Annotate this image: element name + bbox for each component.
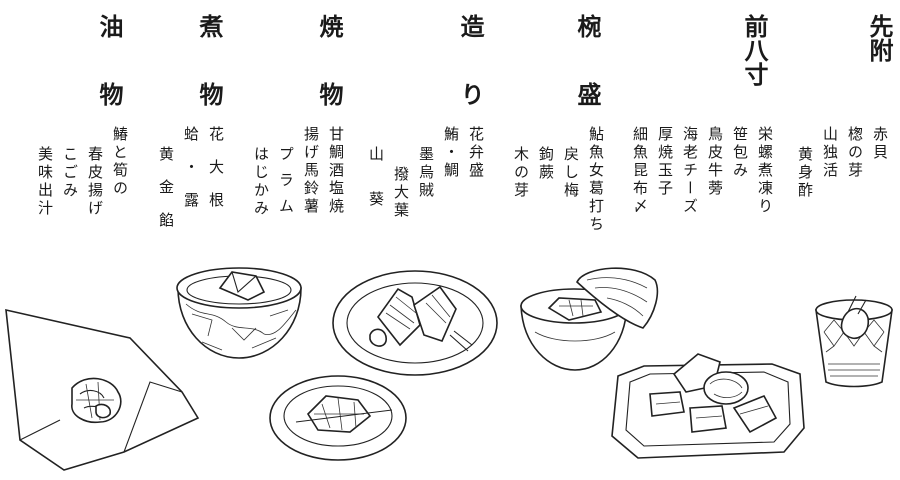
menu-item: はじかみ xyxy=(252,146,270,218)
menu-item: 黄身酢 xyxy=(796,146,814,200)
menu-item: 鰆と筍の xyxy=(111,126,129,198)
grilled-fish-plate-illustration xyxy=(332,270,498,376)
course-title-nimono: 煮物 xyxy=(195,14,224,150)
menu-item: 鮎魚女葛打ち xyxy=(587,126,605,234)
menu-item: 楤の芽 xyxy=(846,126,864,180)
menu-item: 山独活 xyxy=(821,126,839,180)
course-title-agemono: 油物 xyxy=(95,14,124,150)
menu-item: 花大根 xyxy=(207,126,225,225)
course-title-tsukuri: 造り xyxy=(456,14,485,150)
course-title-zenhassun: 前八寸 xyxy=(740,14,769,86)
menu-item: プラム xyxy=(277,146,295,224)
menu-item: 海老チーズ xyxy=(681,126,699,216)
menu-item: 黄金餡 xyxy=(157,146,175,245)
menu-item: 蛤・露 xyxy=(182,126,200,225)
hassun-tray-illustration xyxy=(611,353,805,459)
menu-item: 山葵 xyxy=(367,146,385,236)
menu-item: 美味出汁 xyxy=(36,146,54,218)
basket-cup-illustration xyxy=(815,295,893,388)
menu-item: 花弁盛 xyxy=(467,126,485,180)
course-title-sakizuke: 先附 xyxy=(865,14,894,62)
menu-item: こごみ xyxy=(61,146,79,200)
sashimi-dish-illustration xyxy=(269,375,407,461)
menu-item: 赤貝 xyxy=(871,126,889,162)
menu-item: 細魚昆布〆 xyxy=(631,126,649,216)
menu-item: 厚焼玉子 xyxy=(656,126,674,198)
menu-item: 戻し梅 xyxy=(562,146,580,200)
menu-item: 撥大葉 xyxy=(392,166,410,220)
menu-item: 鳥皮牛蒡 xyxy=(706,126,724,198)
menu-item: 鮪・鯛 xyxy=(442,126,460,180)
course-title-yakimono: 焼物 xyxy=(315,14,344,150)
course-title-wanmori: 椀盛 xyxy=(573,14,602,150)
simmered-bowl-illustration xyxy=(176,267,302,359)
menu-item: 春皮揚げ xyxy=(86,146,104,218)
menu-item: 笹包み xyxy=(731,126,749,180)
fried-food-paper-illustration xyxy=(5,308,200,471)
menu-item: 甘鯛酒塩焼 xyxy=(327,126,345,216)
soup-bowl-illustration xyxy=(520,267,659,371)
menu-item: 墨烏賊 xyxy=(417,146,435,200)
menu-item: 栄螺煮凍り xyxy=(756,126,774,216)
menu-item: 揚げ馬鈴薯 xyxy=(302,126,320,216)
menu-item: 鉤蕨 xyxy=(537,146,555,182)
menu-item: 木の芽 xyxy=(512,146,530,200)
